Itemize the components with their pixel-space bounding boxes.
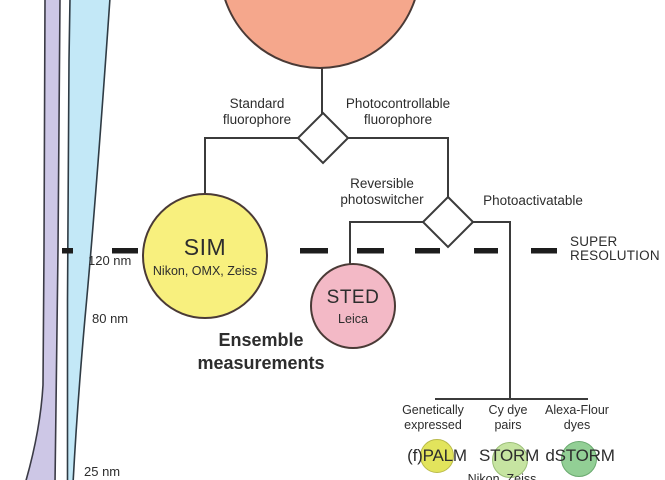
group-heading-alexa-flour-dyes: Alexa-Flour dyes [545,403,609,432]
purple-wedge-shape [25,0,61,480]
palm-method-label: (f)PALM [407,446,467,465]
scale-marker-120nm: 120 nm [88,253,132,268]
decision-diamond-photoswitch [421,195,475,249]
decision-diamond-fluorophore [296,111,350,165]
super-resolution-dashed-line [62,248,557,254]
sted-vendor-label: Leica [338,311,368,326]
palm-node-circle [420,439,454,473]
sim-label: SIM [183,234,227,260]
connector-decision1-to-decision2 [347,137,449,200]
super-resolution-label: SUPER RESOLUTION [570,234,660,264]
connector-decision1-to-sim [204,137,300,195]
blue-wedge-shape [66,0,111,480]
sim-node-circle: SIM Nikon, OMX, Zeiss [142,193,268,319]
reversible-photoswitcher-label: Reversible photoswitcher [340,176,424,207]
connector-decision2-to-groups [472,221,511,399]
sim-vendors-label: Nikon, OMX, Zeiss [152,264,258,278]
scale-marker-25nm: 25 nm [84,464,121,479]
group-heading-genetically-expressed: Genetically expressed [402,403,464,432]
dstorm-method-label: dSTORM [545,446,615,465]
groups-vendor-label: Nikon, Zeiss [467,472,537,480]
group-heading-cy-dye-pairs: Cy dye pairs [488,403,528,432]
photoactivatable-label: Photoactivatable [483,193,583,208]
photocontrollable-fluorophore-label: Photocontrollable fluorophore [345,96,451,127]
ensemble-measurements-label: Ensemble measurements [197,330,325,374]
connector-decision2-to-sted [349,221,424,265]
sted-label: STED [326,286,380,308]
scale-marker-80nm: 80 nm [92,311,129,326]
dstorm-node-circle [561,441,597,477]
standard-fluorophore-label: Standard fluorophore [222,96,292,127]
storm-node-circle [492,442,528,478]
sted-node-circle: STED Leica [310,263,396,349]
storm-method-label: STORM [478,446,540,465]
